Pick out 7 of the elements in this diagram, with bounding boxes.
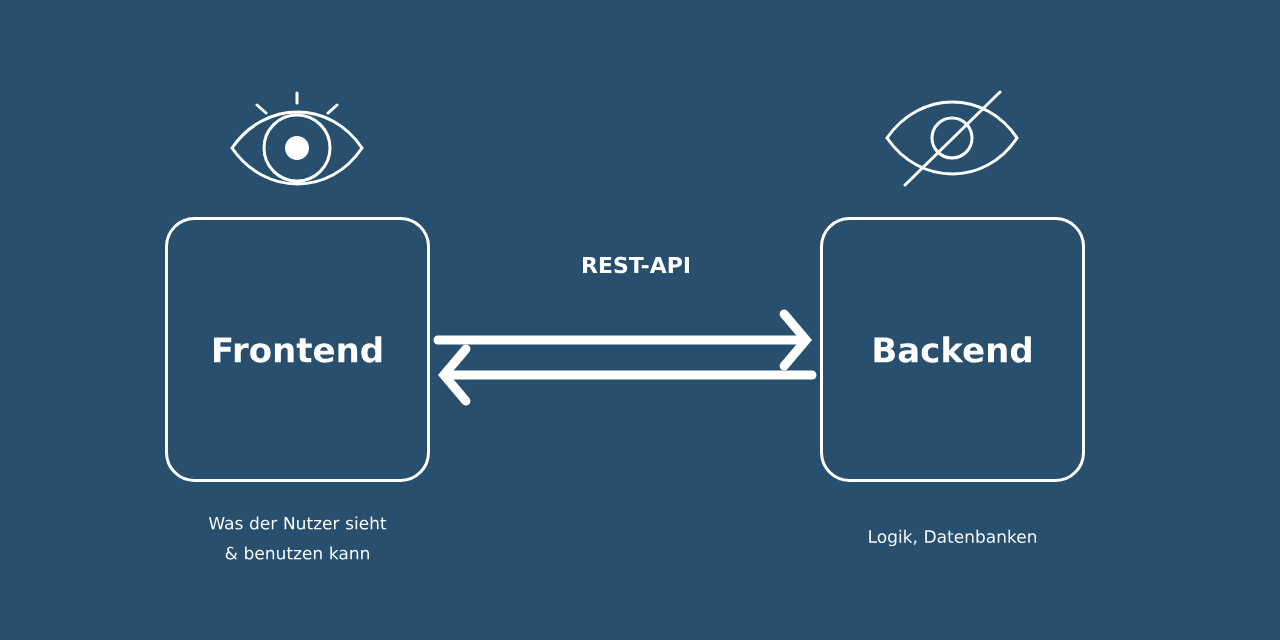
box-label: Logik, Datenbanken bbox=[869, 529, 1037, 547]
rounded-box: Frontend bbox=[165, 217, 430, 482]
arrow bbox=[438, 344, 817, 406]
api-label: REST-API bbox=[583, 256, 690, 274]
box-label: Was der Nutzer sieht & benutzen kann bbox=[208, 516, 387, 560]
arrow bbox=[433, 309, 812, 371]
rounded-box: Backend bbox=[820, 217, 1085, 482]
